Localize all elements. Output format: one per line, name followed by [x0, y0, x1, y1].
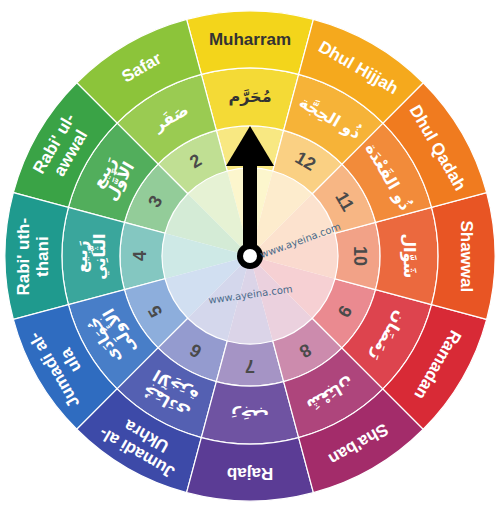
arabic-name: مُحَرَّم [211, 88, 289, 106]
arabic-name: شَوَّال [400, 217, 418, 295]
month-number: 4 [131, 236, 151, 276]
month-number: 7 [230, 355, 270, 375]
month-name: Shawwal [457, 204, 476, 308]
month-number: 10 [349, 236, 369, 276]
arabic-name: رَبِيع الثَّانِي [73, 217, 108, 295]
month-name: Muharram [198, 31, 302, 50]
arabic-name: رَجَب [211, 406, 289, 424]
month-name: Rabi' uth-thani [15, 204, 52, 308]
month-name: Rajab [198, 463, 302, 482]
